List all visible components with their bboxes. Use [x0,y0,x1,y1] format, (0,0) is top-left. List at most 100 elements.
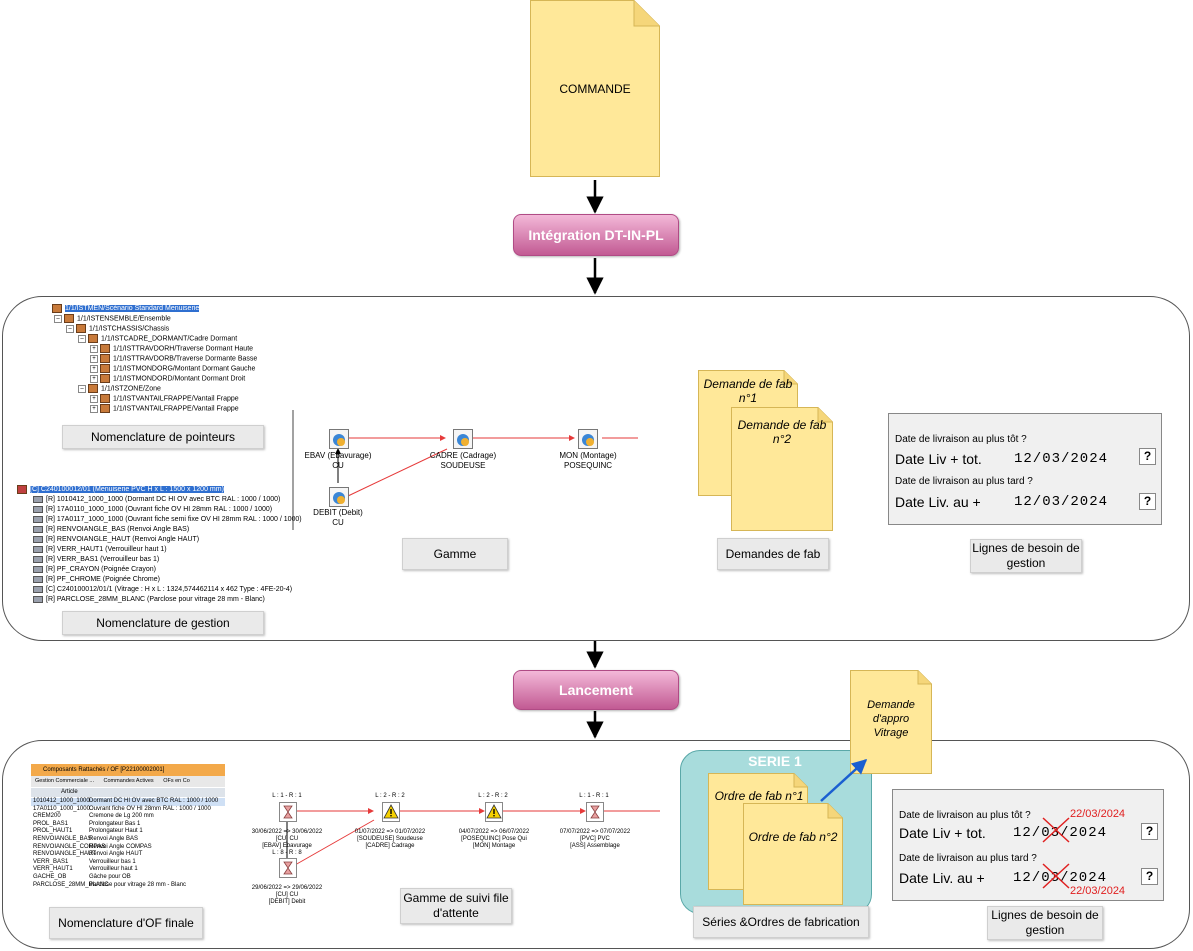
tree-item[interactable]: [R] PARCLOSE_28MM_BLANC (Parclose pour v… [33,595,318,605]
gamme-node-ebav[interactable] [329,429,349,449]
folder-icon [100,404,110,413]
tree-item[interactable]: [R] PF_CRAYON (Poignée Crayon) [33,565,318,575]
folder-icon [88,334,98,343]
hourglass-icon[interactable] [586,802,604,822]
suivi-info-ass: 07/07/2022 => 07/07/2022[PVC] PVC[ASS] A… [559,829,631,849]
tab-ofs[interactable]: OFs en Co [163,778,190,784]
ressource-icon [33,575,43,583]
help-button[interactable]: ? [1141,868,1158,885]
new-date-tard: 22/03/2024 [1070,885,1126,897]
label-date-liv-tot: Date Liv + tot. [895,451,982,467]
label-plus-tot: Date de livraison au plus tôt ? [899,810,1031,821]
ressource-icon [33,585,43,593]
cross-icon [1042,863,1070,889]
warning-icon[interactable] [485,802,503,822]
gamme-link-head [569,435,575,441]
tree-item[interactable]: [R] RENVOIANGLE_BAS (Renvoi Angle BAS) [33,525,318,535]
suivi-info-debit: 29/06/2022 => 29/06/2022[CU] CU[DEBIT] D… [251,885,323,905]
date-liv-tard-field[interactable]: 12/03/2024 [1013,870,1108,886]
ressource-icon [33,545,43,553]
tree-item[interactable]: +1/1/ISTMONDORG/Montant Dormant Gauche [90,364,302,374]
suivi-lr-cadre: L : 2 - R : 2 [375,793,405,799]
tree-item[interactable]: +1/1/ISTTRAVDORH/Traverse Dormant Haute [90,344,302,354]
tab-gestion[interactable]: Gestion Commerciale ... [35,778,94,784]
lignes1-caption: Lignes de besoin de gestion [970,539,1082,573]
folder-icon [100,344,110,353]
lancement-button[interactable]: Lancement [513,670,679,710]
tree-item[interactable]: –1/1/ISTCADRE_DORMANT/Cadre Dormant [78,334,290,344]
ressource-icon [33,595,43,603]
help-button[interactable]: ? [1141,823,1158,840]
suivi-lr-mon: L : 2 - R : 2 [478,793,508,799]
tree-item[interactable]: [R] 1010412_1000_1000 (Dormant DC HI OV … [33,495,318,505]
tree-item[interactable]: [C] C240100012/01 (Menuiserie PVC H x L … [17,485,302,495]
tree-item[interactable]: [R] 17A0110_1000_1000 (Ouvrant fiche OV … [33,505,318,515]
demandes-docs [698,370,833,531]
tree-item[interactable]: [C] C240100012/01/1 (Vitrage : H x L : 1… [33,585,318,595]
gamme-diagram [292,410,638,530]
gamme-caption: Gamme [402,538,508,570]
pointeurs-tree: 1/1/ISTMEN/Scénario Standard Menuiserie … [52,304,264,414]
hourglass-icon[interactable] [279,858,297,878]
suivi-link-head [368,808,374,814]
tree-item[interactable]: [R] RENVOIANGLE_HAUT (Renvoi Angle HAUT) [33,535,318,545]
gestion-tree: [C] C240100012/01 (Menuiserie PVC H x L … [17,485,302,605]
help-button[interactable]: ? [1139,493,1156,510]
tree-item[interactable]: [R] VERR_BAS1 (Verrouilleur bas 1) [33,555,318,565]
gamme-node-debit[interactable] [329,487,349,507]
ressource-icon [33,525,43,533]
warning-icon[interactable] [382,802,400,822]
gamme-link-head [335,448,341,454]
of-window-tabs: Gestion Commerciale ... Commandes Active… [31,776,225,787]
help-button[interactable]: ? [1139,448,1156,465]
tree-item[interactable]: +1/1/ISTTRAVDORB/Traverse Dormante Basse [90,354,302,364]
folder-icon [76,324,86,333]
tab-commandes[interactable]: Commandes Actives [103,778,154,784]
date-liv-tard-field[interactable]: 12/03/2024 [1014,494,1109,510]
tree-item[interactable]: +1/1/ISTMONDORD/Montant Dormant Droit [90,374,302,384]
cross-icon [1042,817,1070,843]
tree-item[interactable]: +1/1/ISTVANTAILFRAPPE/Vantail Frappe [90,394,302,404]
suivi-info-ebav: 30/06/2022 => 30/06/2022[CU] CU[EBAV] Eb… [251,829,323,849]
tree-item[interactable]: –1/1/ISTZONE/Zone [78,384,290,394]
of-docs [708,773,843,905]
gamme-label-cadre: CADRE (Cadrage)SOUDEUSE [429,451,497,470]
tree-item[interactable]: +1/1/ISTVANTAILFRAPPE/Vantail Frappe [90,404,302,414]
tree-item[interactable]: 1/1/ISTMEN/Scénario Standard Menuiserie [52,304,264,314]
demandes-caption: Demandes de fab [717,538,829,570]
tree-item[interactable]: –1/1/ISTCHASSIS/Chassis [66,324,278,334]
tree-item[interactable]: [R] 17A0117_1000_1000 (Ouvrant fiche sem… [33,515,318,525]
integration-button[interactable]: Intégration DT-IN-PL [513,214,679,256]
of-finale-caption: Nomenclature d'OF finale [49,907,203,939]
tree-item[interactable]: [R] VERR_HAUT1 (Verrouilleur haut 1) [33,545,318,555]
gamme-label-mon: MON (Montage)POSEQUINC [559,451,617,470]
suivi-link [294,819,375,866]
ressource-icon [33,535,43,543]
date-liv-tot-field[interactable]: 12/03/2024 [1014,451,1109,467]
suivi-link-head [580,808,586,814]
new-date-tot: 22/03/2024 [1070,808,1126,820]
tree-item[interactable]: [R] PF_CHROME (Poignée Chrome) [33,575,318,585]
gamme-label-debit: DEBIT (Debit)CU [313,508,363,527]
hourglass-icon[interactable] [279,802,297,822]
lignes-besoin-box-1: Date de livraison au plus tôt ? Date Liv… [888,413,1162,525]
of-2-label: Ordre de fab n°2 [748,830,838,844]
gamme-node-mon[interactable] [578,429,598,449]
folder-icon [88,384,98,393]
table-header: Article [31,788,225,797]
tree-item[interactable]: –1/1/ISTENSEMBLE/Ensemble [54,314,266,324]
gamme-node-cadre[interactable] [453,429,473,449]
